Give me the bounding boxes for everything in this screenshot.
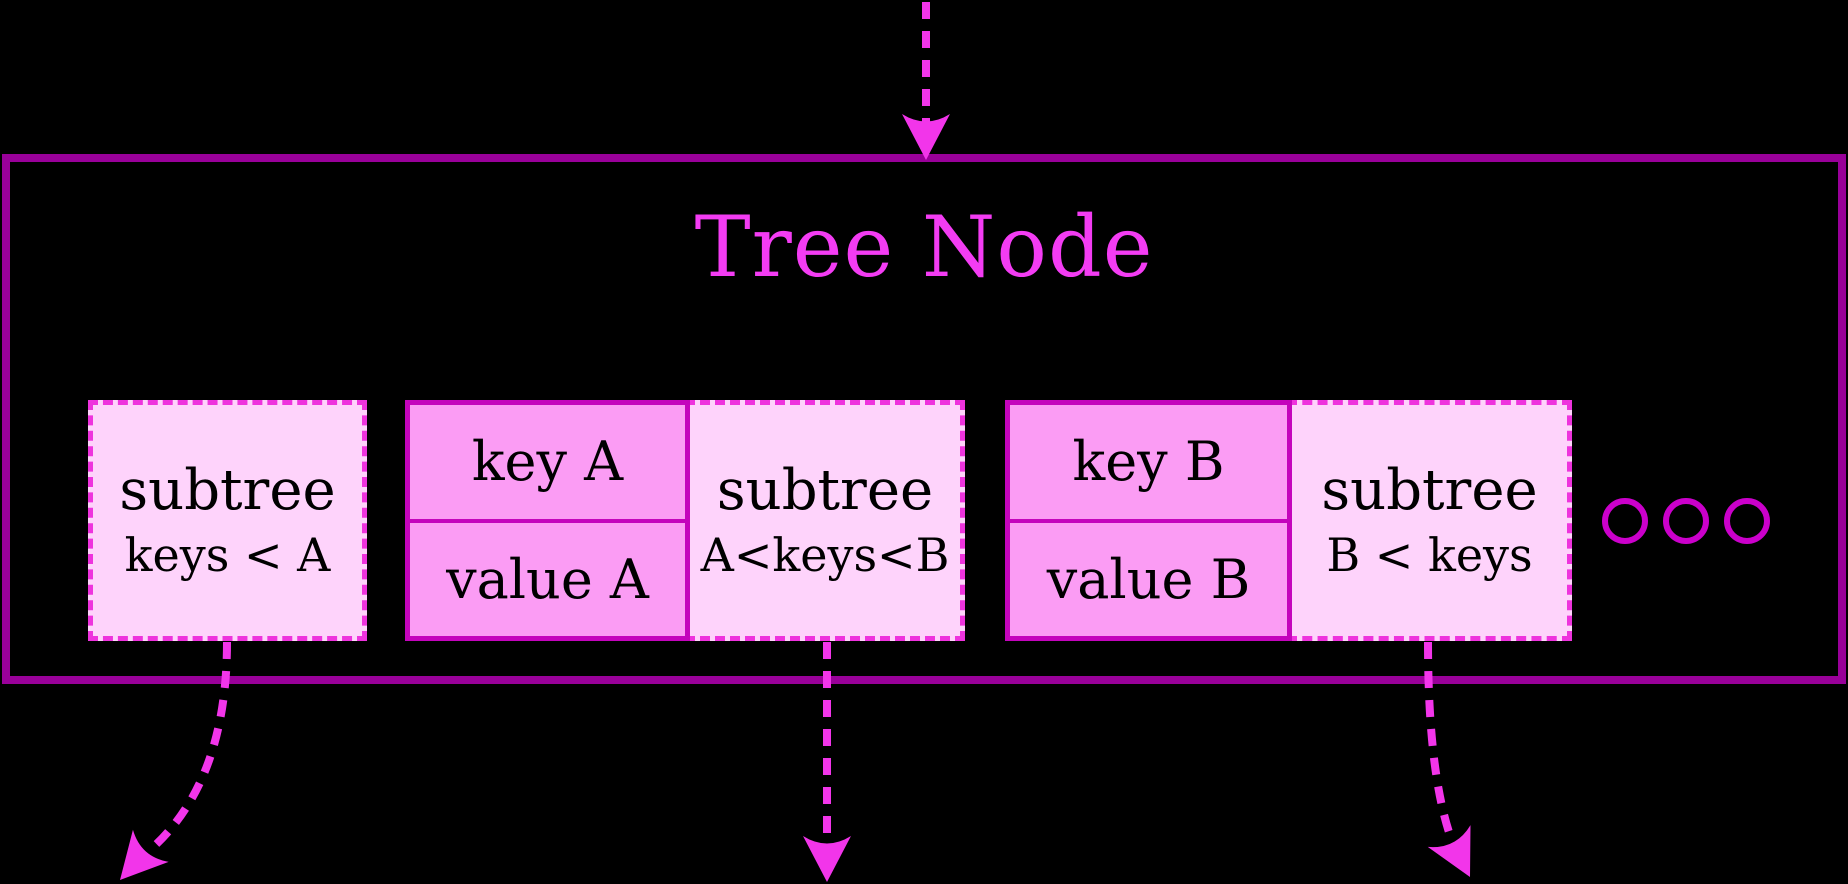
subtree-cell-left: subtree keys < A xyxy=(88,400,367,641)
subtree-right-range: B < keys xyxy=(1326,527,1533,582)
tree-node-title: Tree Node xyxy=(694,198,1154,296)
subtree-middle-range: A<keys<B xyxy=(700,527,950,582)
subtree-right-label: subtree xyxy=(1321,457,1538,523)
subtree-cell-right: subtree B < keys xyxy=(1287,400,1572,641)
entry-arrow-icon xyxy=(902,2,950,160)
subtree-left-range: keys < A xyxy=(124,527,331,582)
subtree-left-label: subtree xyxy=(119,457,336,523)
subtree-middle-label: subtree xyxy=(716,457,934,523)
value-b-cell: value B xyxy=(1010,518,1287,636)
key-b-cell: key B xyxy=(1010,405,1287,519)
key-a-cell: key A xyxy=(410,405,685,519)
value-a-cell: value A xyxy=(410,518,685,636)
key-value-pair-a: key A value A xyxy=(405,400,690,641)
key-value-pair-b: key B value B xyxy=(1005,400,1292,641)
subtree-cell-middle: subtree A<keys<B xyxy=(685,400,965,641)
